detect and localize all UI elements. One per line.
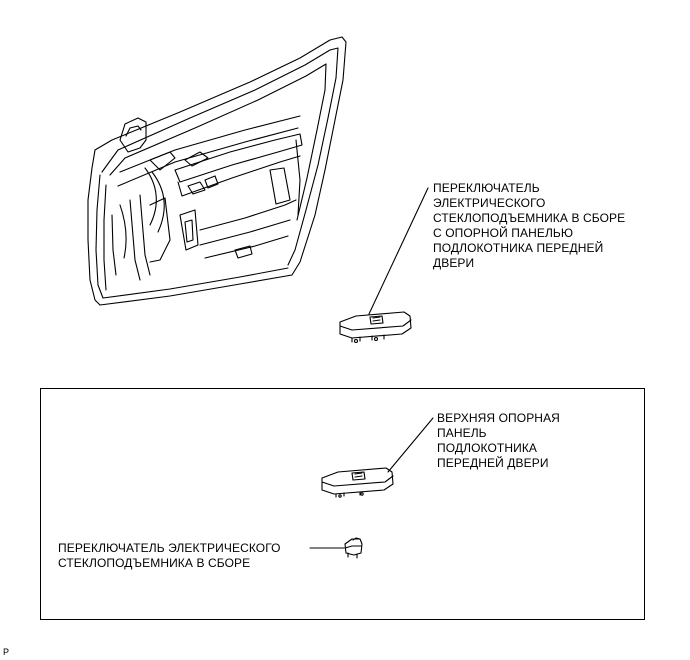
upper-panel-leader-line (387, 417, 434, 473)
corner-code: P (3, 647, 10, 657)
label-assembly-line-2: ЭЛЕКТРИЧЕСКОГО (433, 196, 546, 210)
label-assembly-line-3: СТЕКЛОПОДЪЕМНИКА В СБОРЕ (433, 211, 626, 225)
front-door-illustration (87, 36, 347, 306)
label-assembly: ПЕРЕКЛЮЧАТЕЛЬ ЭЛЕКТРИЧЕСКОГО СТЕКЛОПОДЪЕ… (433, 181, 625, 271)
label-switch-line-1: ПЕРЕКЛЮЧАТЕЛЬ ЭЛЕКТРИЧЕСКОГО (58, 541, 281, 555)
upper-panel-part-illustration (321, 467, 394, 498)
label-assembly-line-4: С ОПОРНОЙ ПАНЕЛЬЮ (433, 226, 574, 240)
label-assembly-line-1: ПЕРЕКЛЮЧАТЕЛЬ (433, 181, 540, 195)
label-switch-line-2: СТЕКЛОПОДЪЕМНИКА В СБОРЕ (58, 556, 251, 570)
label-upper-panel-line-2: ПАНЕЛЬ (437, 426, 487, 440)
label-upper-panel-line-1: ВЕРХНЯЯ ОПОРНАЯ (437, 411, 560, 425)
assembly-part-illustration (339, 311, 412, 344)
assembly-leader-line (368, 187, 429, 315)
label-assembly-line-6: ДВЕРИ (433, 256, 475, 270)
switch-part-illustration (344, 537, 363, 559)
detail-frame (40, 388, 645, 620)
label-upper-panel-line-4: ПЕРЕДНЕЙ ДВЕРИ (437, 456, 549, 470)
label-upper-panel-line-3: ПОДЛОКОТНИКА (437, 441, 538, 455)
label-upper-panel: ВЕРХНЯЯ ОПОРНАЯ ПАНЕЛЬ ПОДЛОКОТНИКА ПЕРЕ… (437, 411, 560, 471)
label-switch: ПЕРЕКЛЮЧАТЕЛЬ ЭЛЕКТРИЧЕСКОГО СТЕКЛОПОДЪЕ… (58, 541, 281, 571)
label-assembly-line-5: ПОДЛОКОТНИКА ПЕРЕДНЕЙ (433, 241, 604, 255)
